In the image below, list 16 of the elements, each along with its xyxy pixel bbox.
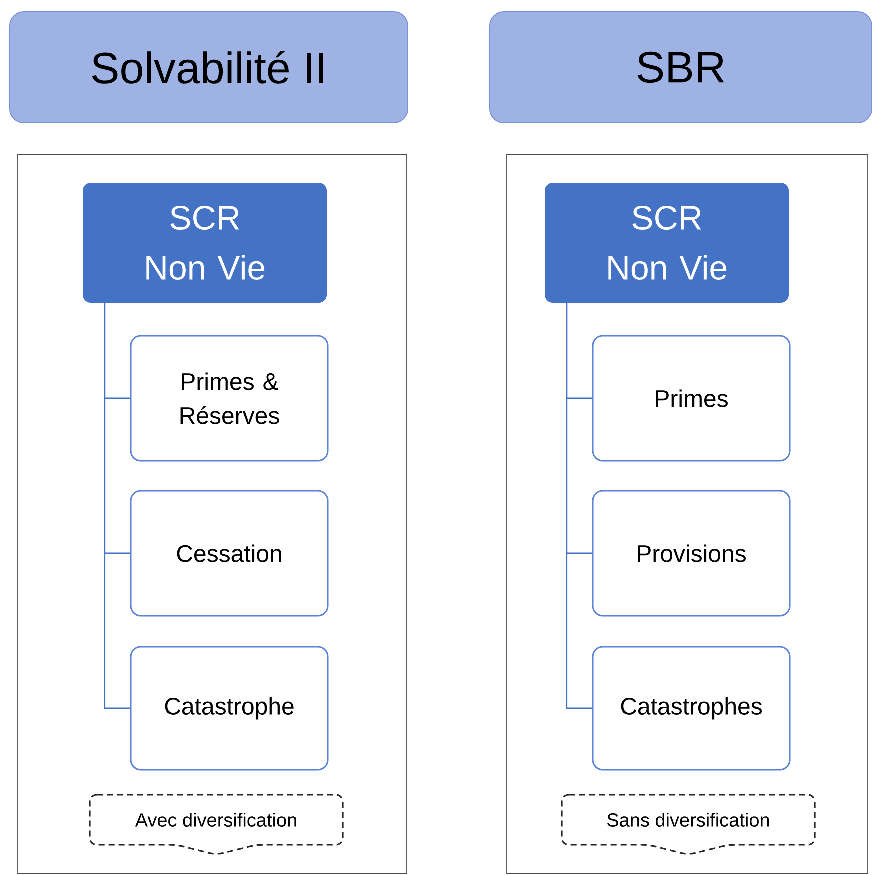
- category-box: SCR Non Vie: [545, 183, 789, 303]
- callout-bubble: Avec diversification: [89, 794, 344, 855]
- panel-box: [506, 154, 868, 874]
- item-box: Cessation: [130, 490, 329, 617]
- item-box: Catastrophes: [592, 646, 791, 771]
- panel-box: [18, 154, 408, 874]
- item-box: Primes & Réserves: [130, 335, 329, 462]
- callout-bubble: Sans diversification: [561, 794, 816, 855]
- item-box: Primes: [592, 335, 791, 462]
- header-box: SBR: [490, 12, 873, 124]
- header-box: Solvabilité II: [10, 12, 408, 124]
- category-box: SCR Non Vie: [83, 183, 327, 303]
- item-box: Provisions: [592, 490, 791, 617]
- connector-line: [566, 303, 592, 710]
- item-box: Catastrophe: [130, 646, 329, 771]
- connector-line: [104, 303, 130, 710]
